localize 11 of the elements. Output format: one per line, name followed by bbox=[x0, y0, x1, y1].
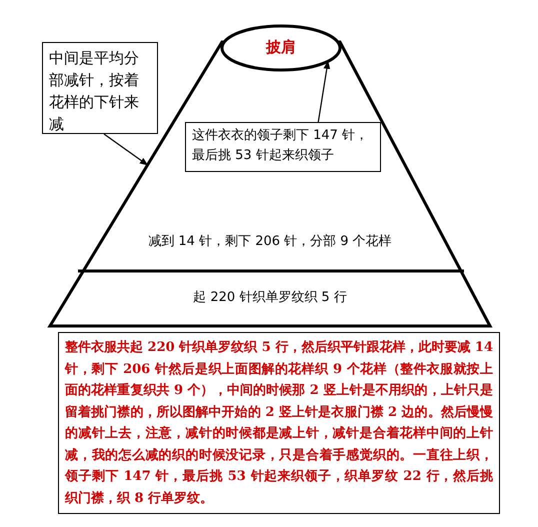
cast-on-text: 起 220 针织单罗纹织 5 行 bbox=[192, 289, 348, 306]
note-box bbox=[185, 122, 381, 172]
callout-text: 中间是平均分部减针，按着花样的下针来减 bbox=[49, 48, 140, 135]
collar-note: 这件衣衣的领子剩下 147 针，最后挑 53 针起来织领子 bbox=[192, 127, 370, 165]
instructions-text: 整件衣服共起 220 针织单罗纹织 5 行，然后织平针跟花样，此时要减 14 针，剩下 206 针然后是织上面图解的花样织 9 个花样（整件衣服就按上面的花样重复织共 9 个），中间的时候那 2 竖上针是不用织的，上针只是留着挑门襟的，所以图解中开始的 2 竖上针是衣服门襟 2 边的。然后慢慢的减针上去，注意，减针的时候都是减上针，减针是合着花样中间的上针减，我的怎么减的织的时候没记录，只是合着手感觉织的。一直往上织，领子剩下 147 针，最后挑 53 针起来织领子，织单罗纹 22 行，然后挑织门襟，织 8 行单罗纹。 bbox=[65, 338, 493, 508]
decrease-text: 减到 14 针，剩下 206 针，分部 9 个花样 bbox=[147, 233, 393, 250]
callout-box bbox=[42, 42, 158, 134]
shawl-title: 披肩 bbox=[264, 38, 297, 57]
neck-ellipse bbox=[220, 24, 342, 72]
arrow bbox=[318, 60, 330, 122]
arrow bbox=[104, 134, 148, 166]
